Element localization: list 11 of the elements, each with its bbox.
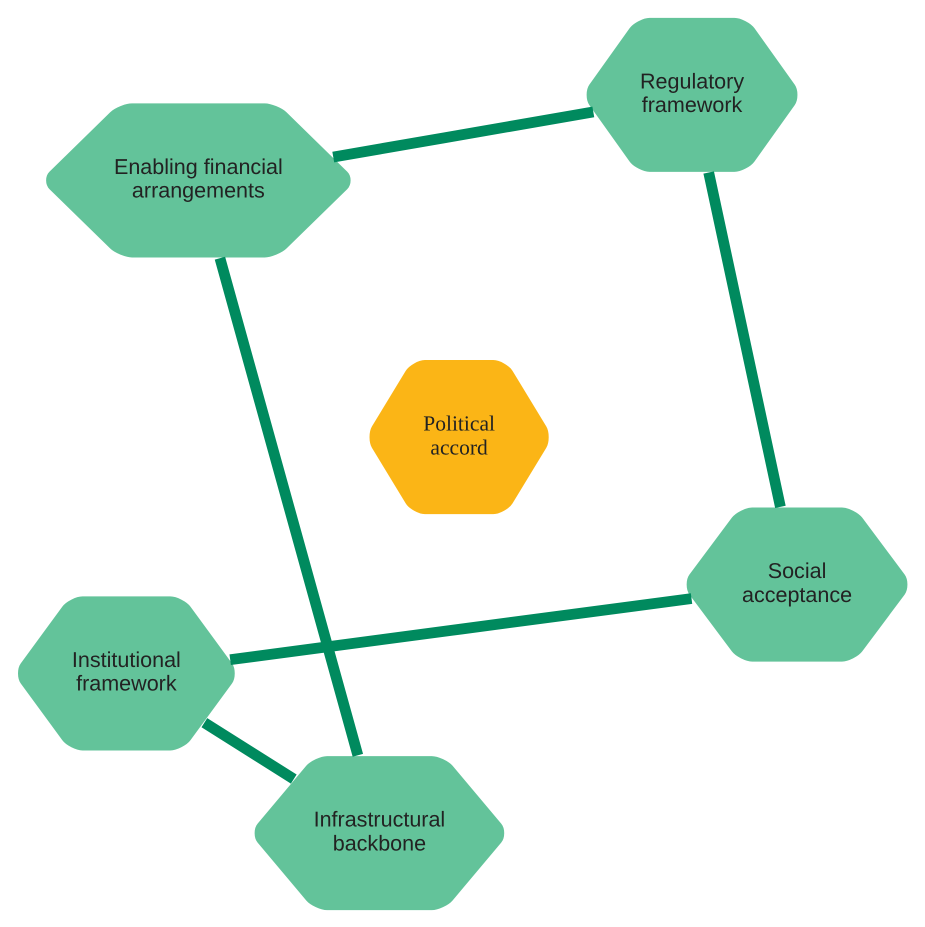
node-ellipse: Political accord xyxy=(368,358,550,515)
connector xyxy=(202,718,297,784)
connector xyxy=(332,106,594,162)
node-ellipse: Enabling financial arrangements xyxy=(45,102,352,258)
node-ellipse: Infrastructural backbone xyxy=(254,754,506,911)
connector xyxy=(703,170,786,508)
node-ellipse: Social acceptance xyxy=(686,506,908,662)
node-ellipse: Institutional framework xyxy=(16,594,236,752)
connector xyxy=(214,256,364,756)
node-ellipse: Regulatory framework xyxy=(586,16,799,172)
connector xyxy=(230,592,692,665)
